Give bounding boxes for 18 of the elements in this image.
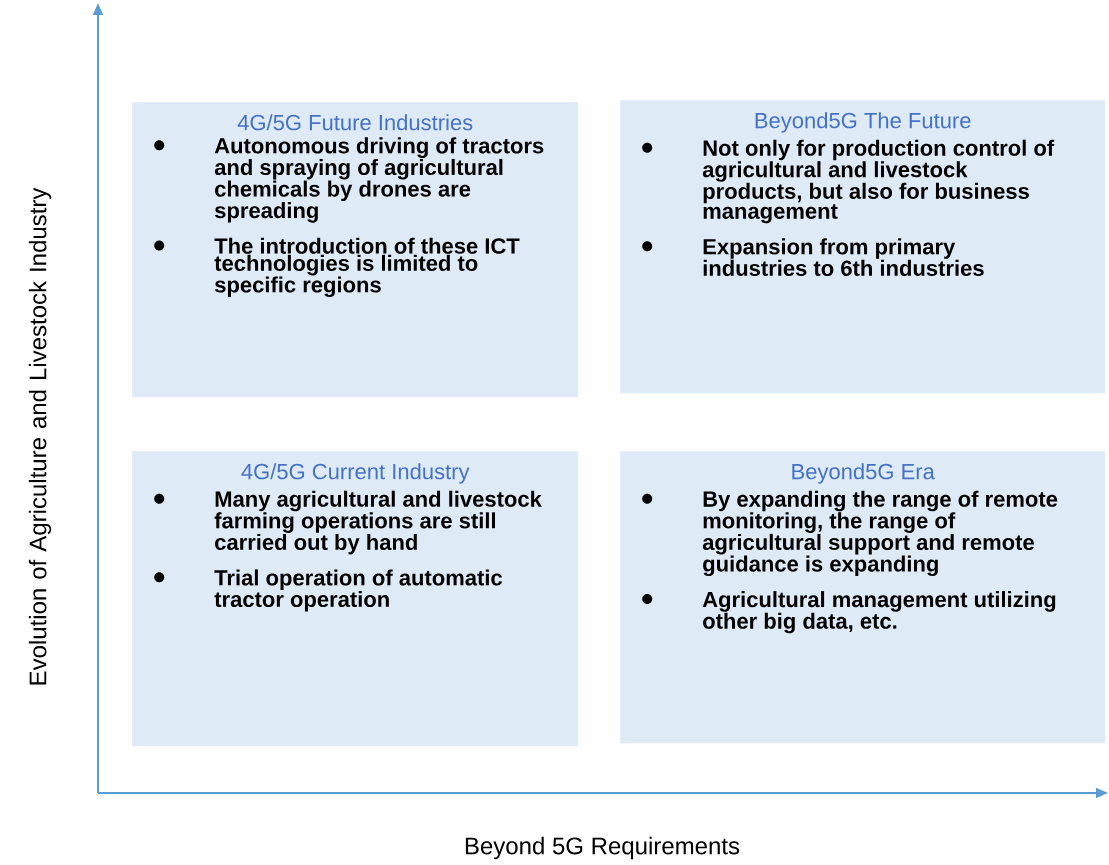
bullet-text: The introduction of these ICT technologies is limited to specific regions (214, 237, 520, 297)
bullet-text: Agricultural management utilizing other big data, etc. (702, 591, 1056, 634)
bullet-text: Many agricultural and livestock farming operations are still carried out by hand (214, 490, 542, 555)
bullet-text: By expanding the range of remote monitoring, the range of agricultural support and remote guidance is expanding (702, 490, 1058, 577)
box-heading: Beyond5G The Future (755, 112, 971, 133)
axis-label: Beyond 5G Requirements (465, 836, 740, 860)
quadrant-box (620, 451, 1106, 744)
quadrant-box (132, 451, 579, 747)
bullet-text: Not only for production control of agricultural and livestock products, but also for business management (702, 139, 1055, 224)
quadrant-box (132, 102, 579, 398)
box-heading: 4G/5G Future Industries (237, 114, 473, 131)
axis-label: Evolution of Agriculture and Livestock Industry (28, 187, 52, 685)
box-heading: 4G/5G Current Industry (241, 463, 470, 484)
quadrant-box (620, 100, 1106, 394)
bullet-text: Expansion from primary industries to 6th industries (703, 238, 984, 276)
bullet-text: Trial operation of automatic tractor operation (214, 569, 503, 612)
bullet-text: Autonomous driving of tractors and spraying of agricultural chemicals by drones are spreading (214, 137, 544, 223)
box-heading: Beyond5G Era (792, 463, 935, 484)
